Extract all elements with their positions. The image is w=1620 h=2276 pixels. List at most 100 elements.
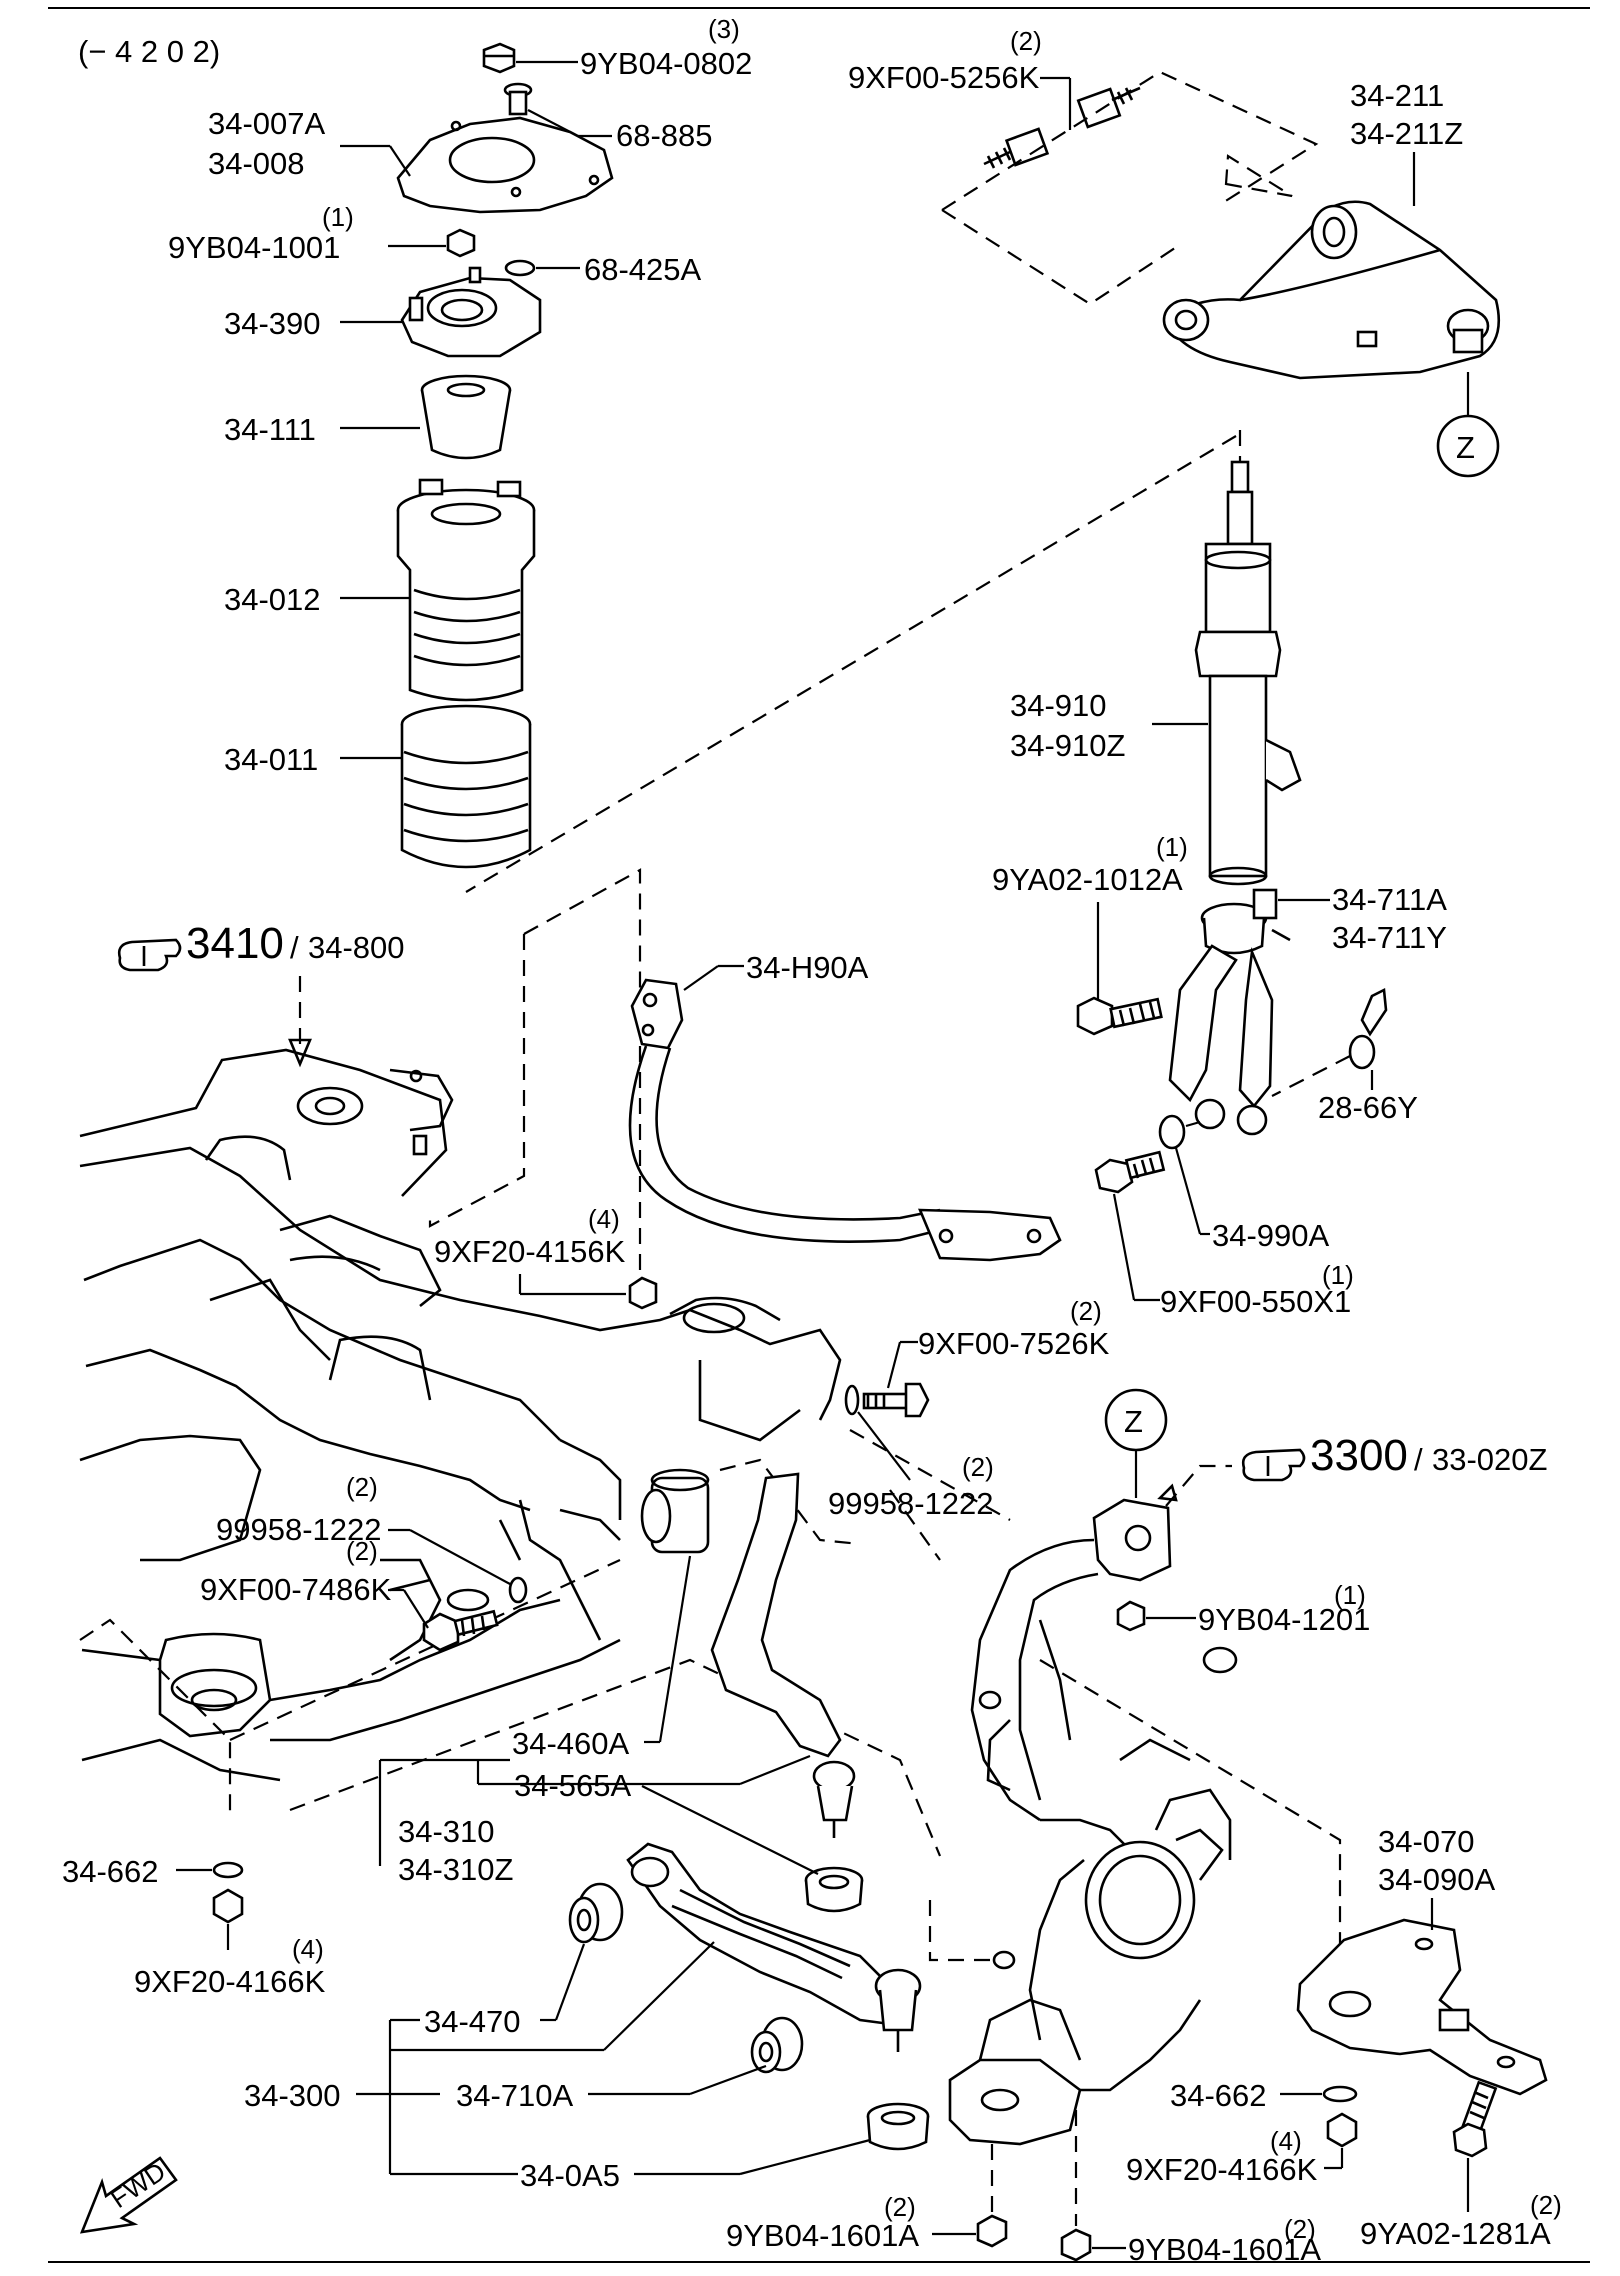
fork-34-711a: [1168, 888, 1291, 1136]
reference-3410[interactable]: 3410 / 34-800: [117, 919, 405, 972]
label-34-012: 34-012: [224, 582, 321, 617]
strut-mount-stack: (3) 9YB04-0802 68-885 34-007A 34-008 (1): [168, 14, 752, 869]
assembly-guide-line: [465, 435, 1237, 893]
label-34-460a: 34-460A: [512, 1726, 630, 1761]
qty-9yb04-1601a-right: (2): [1284, 2214, 1316, 2244]
connector-z-mid-label: Z: [1124, 1404, 1143, 1439]
bushing-34-710a: [750, 2016, 804, 2074]
bolt-9xf00-5256k-a: [983, 127, 1050, 169]
label-34-910: 34-910: [1010, 688, 1107, 723]
nut-9yb04-1601a-left: [976, 2214, 1008, 2248]
label-34-300: 34-300: [244, 2078, 341, 2113]
qty-9ya02-1012a: (1): [1156, 832, 1188, 862]
stabilizer-link-28-66y: [1271, 987, 1388, 1097]
qty-9xf00-550x1: (1): [1322, 1260, 1354, 1290]
label-34-662-right: 34-662: [1170, 2078, 1267, 2113]
shock-absorber-34-910: [1194, 430, 1302, 886]
label-34-910z: 34-910Z: [1010, 728, 1125, 763]
range-code: (− 4 2 0 2): [78, 34, 220, 69]
label-34-011: 34-011: [224, 742, 318, 777]
label-34-711a: 34-711A: [1332, 882, 1447, 917]
label-34-090a: 34-090A: [1378, 1862, 1496, 1897]
qty-99958-1222-r: (2): [962, 1452, 994, 1482]
label-9ya02-1281a: 9YA02-1281A: [1360, 2216, 1551, 2251]
nut-9xf20-4166k-right: [1326, 2112, 1358, 2148]
ref-3410-group: 3410: [186, 919, 284, 968]
qty-9yb04-0802: (3): [708, 14, 740, 44]
bushing-34-470: [568, 1882, 624, 1944]
boot-34-565a: [804, 1866, 864, 1913]
ring-68-425a: [504, 259, 536, 277]
qty-9xf00-5256k: (2): [1010, 26, 1042, 56]
bolt-9xf00-7526k: [844, 1382, 930, 1418]
label-9xf00-550x1: 9XF00-550X1: [1160, 1284, 1351, 1319]
label-68-885: 68-885: [616, 118, 713, 153]
label-9yb04-0802: 9YB04-0802: [580, 46, 752, 81]
washer-34-662-right: [1322, 2085, 1358, 2103]
qty-9xf00-7486k: (2): [346, 1536, 378, 1566]
label-34-111: 34-111: [224, 412, 316, 447]
connector-z-top: [1436, 414, 1500, 478]
qty-9xf20-4166k-left: (4): [292, 1934, 324, 1964]
label-34-310: 34-310: [398, 1814, 495, 1849]
label-9xf00-7486k: 9XF00-7486K: [200, 1572, 392, 1607]
washer-34-990a: [1158, 1114, 1186, 1150]
bolt-9xf00-550x1: [1094, 1150, 1166, 1194]
reference-3300[interactable]: 3300 / 33-020Z: [1241, 1431, 1547, 1482]
strut-mount-34-390: [400, 266, 542, 358]
qty-9yb04-1201: (1): [1334, 1580, 1366, 1610]
label-34-710a: 34-710A: [456, 2078, 574, 2113]
bushing-34-460a: [640, 1468, 710, 1554]
stabilizer-bar-34-h90a: [628, 978, 1062, 1262]
label-68-425a: 68-425A: [584, 252, 702, 287]
boot-34-0a5: [866, 2102, 930, 2151]
nut-9yb04-1201: [1116, 1600, 1146, 1632]
ref-3300-sep: /: [1414, 1442, 1423, 1477]
qty-99958-1222-l: (2): [346, 1472, 378, 1502]
ref-3410-part: 34-800: [308, 930, 405, 965]
label-34-565a: 34-565A: [514, 1768, 632, 1803]
label-34-211z: 34-211Z: [1350, 116, 1463, 151]
mount-plate-34-007a: [396, 116, 614, 214]
qty-9ya02-1281a: (2): [1530, 2190, 1562, 2220]
qty-9yb04-1601a-left: (2): [884, 2192, 916, 2222]
label-34-211: 34-211: [1350, 78, 1444, 113]
qty-9xf20-4166k-right: (4): [1270, 2126, 1302, 2156]
nut-9xf20-4156k: [628, 1276, 658, 1310]
ball-joint-34-070: [1296, 1918, 1548, 2096]
label-99958-1222-r: 99958-1222: [828, 1486, 994, 1521]
label-34-711y: 34-711Y: [1332, 920, 1447, 955]
label-9yb04-1601a-right: 9YB04-1601A: [1128, 2232, 1321, 2267]
bump-stop-34-111: [420, 374, 512, 460]
bolt-9ya02-1012a: [1076, 996, 1163, 1036]
nut-9xf20-4166k-left: [212, 1888, 244, 1924]
stabilizer-guide: [523, 868, 642, 990]
label-9yb04-1601a-left: 9YB04-1601A: [726, 2218, 919, 2253]
subframe-guide-left: [79, 1618, 232, 1820]
nut-9yb04-1001: [446, 228, 476, 258]
tension-rod-34-310: [710, 1472, 856, 1838]
label-9xf20-4156k: 9XF20-4156K: [434, 1234, 626, 1269]
bolt-9xf00-5256k-b: [1076, 86, 1141, 129]
label-34-662-left: 34-662: [62, 1854, 159, 1889]
label-34-008: 34-008: [208, 146, 305, 181]
label-34-h90a: 34-H90A: [746, 950, 869, 985]
label-34-990a: 34-990A: [1212, 1218, 1330, 1253]
washer-99958-1222: [508, 1576, 528, 1604]
label-9xf00-7526k: 9XF00-7526K: [918, 1326, 1110, 1361]
qty-9xf20-4156k: (4): [588, 1204, 620, 1234]
label-34-390: 34-390: [224, 306, 321, 341]
label-34-0a5: 34-0A5: [520, 2158, 620, 2193]
label-9yb04-1001: 9YB04-1001: [168, 230, 340, 265]
steering-knuckle: [948, 1498, 1238, 2146]
ref-3410-sep: /: [290, 930, 299, 965]
label-9xf20-4166k-right: 9XF20-4166K: [1126, 2152, 1318, 2187]
label-28-66y: 28-66Y: [1318, 1090, 1418, 1125]
crossmember-subframe: [79, 1048, 842, 1782]
ref-3300-part: 33-020Z: [1432, 1442, 1547, 1477]
label-34-070: 34-070: [1378, 1824, 1475, 1859]
upper-control-arm-34-211: [1162, 200, 1500, 380]
ref-3300-group: 3300: [1310, 1431, 1408, 1480]
bolt-9ya02-1281a: [1452, 2080, 1498, 2158]
upper-arm-group: (2) 9XF00-5256K 34-211 34-211Z: [848, 26, 1500, 478]
